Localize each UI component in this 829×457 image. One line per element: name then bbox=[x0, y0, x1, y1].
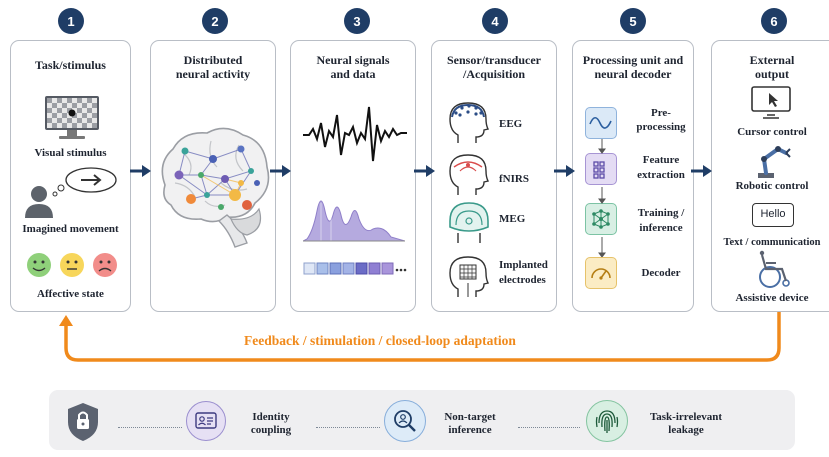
step-badge-3: 3 bbox=[344, 8, 370, 34]
meg-head-icon bbox=[449, 202, 489, 243]
label-imagined-movement: Imagined movement bbox=[22, 223, 119, 235]
gauge-icon bbox=[591, 268, 611, 280]
step-badge-5: 5 bbox=[620, 8, 646, 34]
spectrum-area-icon bbox=[303, 200, 405, 242]
dotted-connector-1 bbox=[118, 427, 182, 428]
id-card-circle bbox=[186, 401, 226, 441]
preprocessing-box bbox=[585, 107, 617, 139]
wheelchair-icon bbox=[759, 250, 790, 288]
data-blocks-icon bbox=[303, 262, 407, 275]
panel-sensor-acquisition: Sensor/transducer/Acquisition EEG fNIRS … bbox=[431, 40, 557, 312]
panel-title: Sensor/transducer/Acquisition bbox=[447, 53, 541, 81]
dotted-connector-3 bbox=[518, 427, 580, 428]
id-card-icon bbox=[195, 412, 217, 429]
hello-speech-bubble: Hello bbox=[752, 203, 794, 227]
fingerprint-circle bbox=[586, 400, 628, 442]
fingerprint-icon bbox=[595, 410, 619, 433]
magnifier-person-icon bbox=[394, 410, 416, 432]
training-box bbox=[585, 203, 617, 235]
grid-icon bbox=[593, 161, 605, 179]
label-assistive-device: Assistive device bbox=[735, 292, 809, 304]
label-inference: inference bbox=[639, 222, 683, 234]
hello-text: Hello bbox=[760, 208, 786, 220]
magnifier-circle bbox=[384, 400, 426, 442]
implanted-electrode-head-icon bbox=[449, 256, 490, 297]
label-text-communication: Text / communication bbox=[723, 237, 821, 248]
decoder-box bbox=[585, 257, 617, 289]
feature-extraction-box bbox=[585, 153, 617, 185]
panel-title: Task/stimulus bbox=[35, 58, 106, 72]
label-extraction: extraction bbox=[637, 169, 685, 181]
neural-net-icon bbox=[592, 209, 610, 229]
checkerboard-monitor-icon bbox=[45, 96, 99, 139]
label-fnirs: fNIRS bbox=[499, 173, 529, 185]
cursor-monitor-icon bbox=[751, 86, 791, 119]
robotic-arm-icon bbox=[758, 146, 791, 178]
step-badge-2: 2 bbox=[202, 8, 228, 34]
pipeline-arrows bbox=[598, 139, 606, 257]
fixation-dot bbox=[68, 109, 76, 117]
feedback-loop-arrow bbox=[59, 312, 781, 362]
emotion-faces-icon bbox=[27, 253, 117, 277]
person-thought-icon bbox=[25, 167, 117, 218]
flow-arrow-1-2 bbox=[130, 165, 151, 177]
label-pre: Pre- bbox=[651, 107, 671, 119]
label-training: Training / bbox=[637, 207, 685, 219]
label-meg: MEG bbox=[499, 213, 526, 225]
label-visual-stimulus: Visual stimulus bbox=[34, 147, 107, 159]
panel-task-stimulus: Task/stimulus Visual stimulus Imagined m… bbox=[10, 40, 131, 312]
dotted-connector-2 bbox=[316, 427, 380, 428]
label-affective-state: Affective state bbox=[37, 288, 104, 300]
label-robotic-control: Robotic control bbox=[735, 180, 809, 192]
step-badge-1: 1 bbox=[58, 8, 84, 34]
brain-network-icon bbox=[161, 127, 270, 248]
fnirs-head-icon bbox=[449, 154, 490, 195]
flow-arrow-4-5 bbox=[554, 165, 575, 177]
step-badge-4: 4 bbox=[482, 8, 508, 34]
label-decoder: Decoder bbox=[641, 267, 681, 279]
flow-arrow-2-3 bbox=[270, 165, 291, 177]
label-feature: Feature bbox=[642, 154, 680, 166]
label-cursor-control: Cursor control bbox=[737, 126, 807, 138]
label-implanted: Implanted bbox=[499, 259, 548, 271]
eeg-head-icon bbox=[449, 102, 490, 143]
lock-shield-icon bbox=[68, 403, 98, 441]
label-processing: processing bbox=[636, 121, 686, 133]
label-electrodes: electrodes bbox=[499, 274, 546, 286]
sine-wave-icon bbox=[589, 116, 612, 129]
signal-waveform-icon bbox=[303, 106, 407, 162]
step-badge-6: 6 bbox=[761, 8, 787, 34]
flow-arrow-5-6 bbox=[691, 165, 712, 177]
label-eeg: EEG bbox=[499, 118, 523, 130]
feedback-label: Feedback / stimulation / closed-loop ada… bbox=[244, 333, 516, 348]
flow-arrow-3-4 bbox=[414, 165, 435, 177]
